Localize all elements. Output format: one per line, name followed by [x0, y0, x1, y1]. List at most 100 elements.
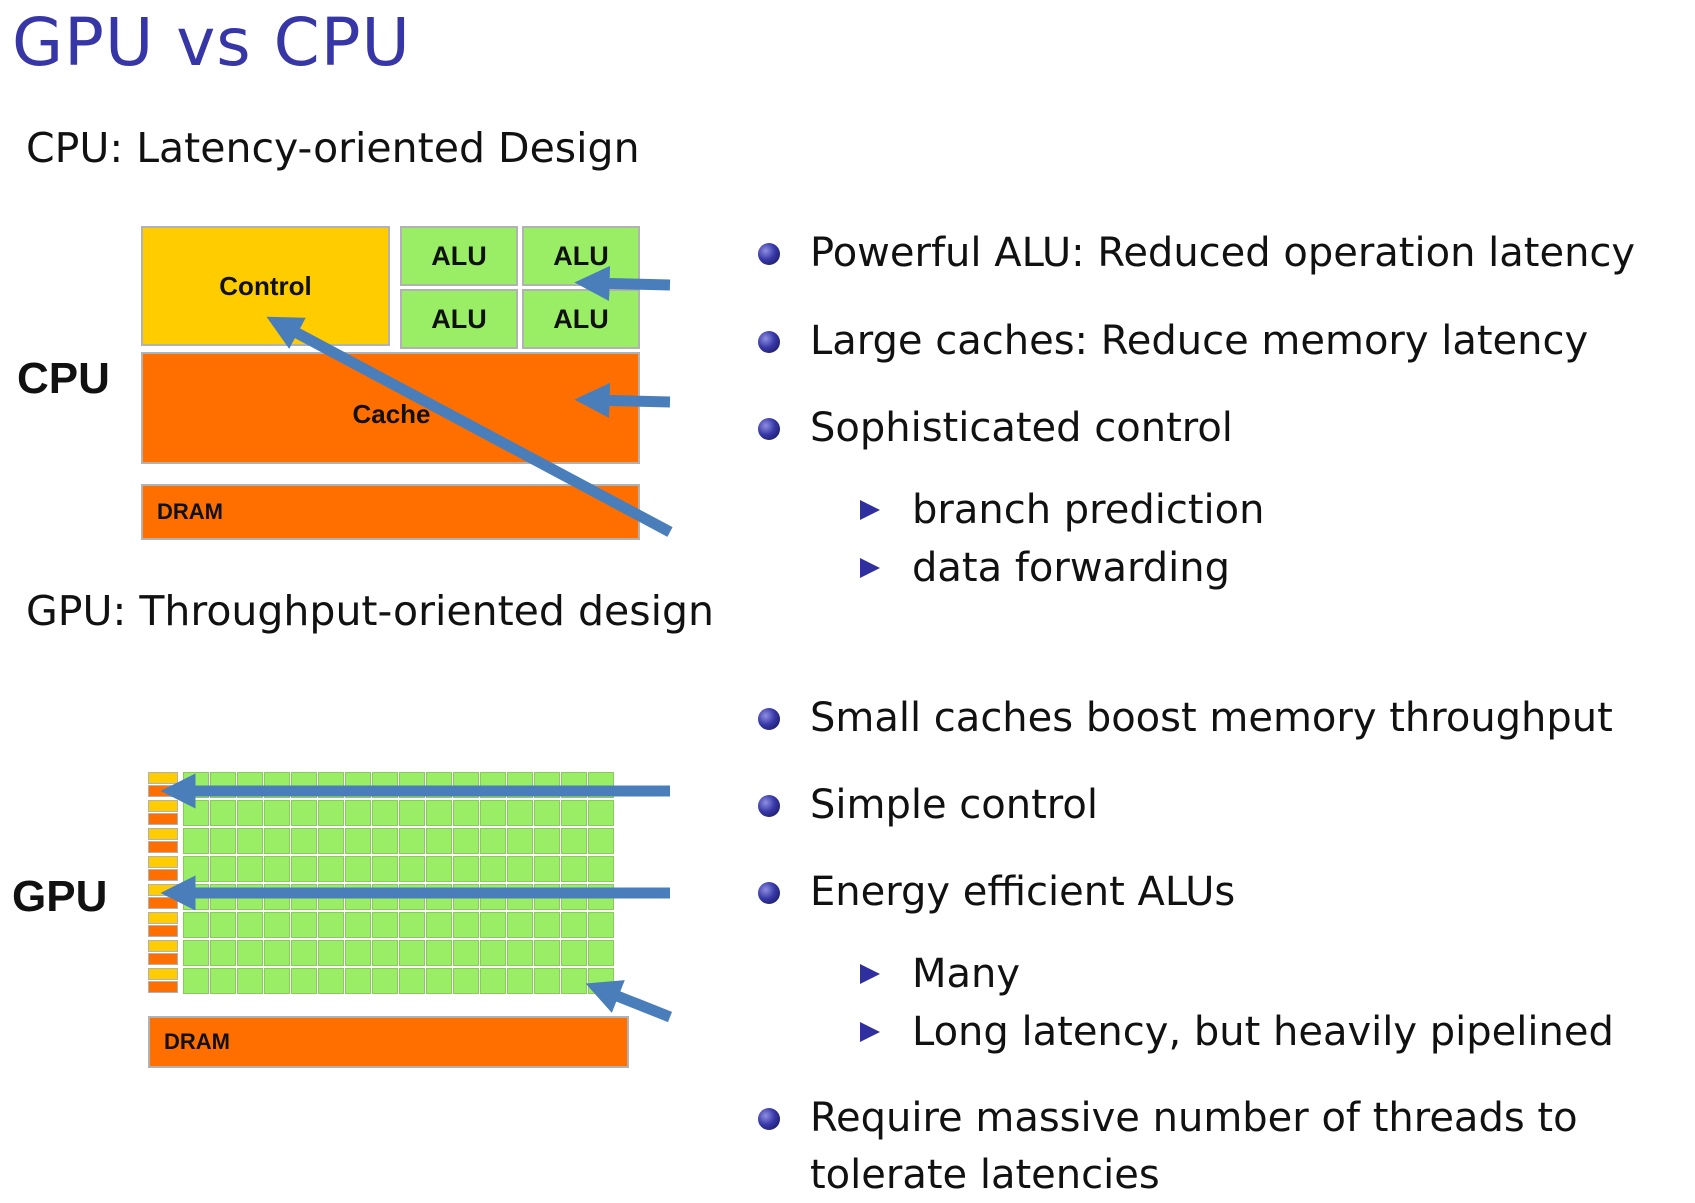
gpu-alu-cell: [426, 800, 452, 826]
gpu-alu-cell: [426, 884, 452, 910]
gpu-control-cell: [148, 884, 178, 896]
gpu-alu-cell: [264, 828, 290, 854]
gpu-alu-cell: [372, 800, 398, 826]
gpu-alu-cell: [453, 772, 479, 798]
bullet-dot-icon: [758, 708, 780, 730]
gpu-control-cell: [148, 800, 178, 812]
gpu-alu-cell: [480, 940, 506, 966]
gpu-alu-cell: [588, 912, 614, 938]
gpu-core-row: [148, 856, 629, 884]
gpu-core-row: [148, 800, 629, 828]
gpu-alu-cell: [561, 772, 587, 798]
gpu-alu-cell: [345, 800, 371, 826]
gpu-alu-cell: [210, 968, 236, 994]
gpu-alu-cell: [183, 800, 209, 826]
cpu-dram-label: DRAM: [157, 499, 223, 524]
gpu-core-row: [148, 828, 629, 856]
gpu-alu-cell: [426, 856, 452, 882]
gpu-alu-cell: [561, 828, 587, 854]
gpu-alu-cell: [399, 772, 425, 798]
bullet-dot-icon: [758, 243, 780, 265]
gpu-alu-cell: [399, 968, 425, 994]
gpu-alu-cell: [345, 968, 371, 994]
gpu-alu-cell: [318, 800, 344, 826]
gpu-alu-cell: [318, 940, 344, 966]
cpu-dram-block: DRAM: [141, 484, 640, 540]
gpu-cache-cell: [148, 897, 178, 909]
cpu-alu-block: ALU: [522, 226, 640, 286]
gpu-alu-cell: [264, 968, 290, 994]
gpu-alu-cell: [561, 884, 587, 910]
gpu-core-row: [148, 772, 629, 800]
gpu-core-row: [148, 968, 629, 996]
gpu-alu-cell: [345, 772, 371, 798]
gpu-alu-cell: [453, 940, 479, 966]
gpu-dram-label: DRAM: [164, 1029, 230, 1054]
gpu-alu-cell: [534, 940, 560, 966]
bullet-dot-icon: [758, 882, 780, 904]
gpu-dram-block: DRAM: [148, 1016, 629, 1068]
gpu-alu-cell: [318, 968, 344, 994]
gpu-alu-cell: [345, 940, 371, 966]
cpu-section-heading: CPU: Latency-oriented Design: [26, 124, 640, 172]
gpu-alu-cell: [291, 828, 317, 854]
triangle-bullet-icon: [860, 1022, 880, 1042]
gpu-alu-cell: [210, 856, 236, 882]
gpu-core-row: [148, 912, 629, 940]
gpu-alu-cell: [237, 828, 263, 854]
gpu-alu-cell: [507, 856, 533, 882]
gpu-alu-cell: [399, 856, 425, 882]
gpu-alu-cell: [345, 884, 371, 910]
cpu-alu-block: ALU: [400, 289, 518, 349]
gpu-alu-cell: [264, 884, 290, 910]
gpu-alu-cell: [318, 828, 344, 854]
cpu-chip-label: CPU: [17, 354, 110, 403]
bullet-dot-icon: [758, 1108, 780, 1130]
gpu-alu-cell: [264, 800, 290, 826]
gpu-alu-cell: [291, 912, 317, 938]
gpu-alu-cell: [318, 856, 344, 882]
gpu-alu-cell: [237, 772, 263, 798]
gpu-alu-cell: [561, 856, 587, 882]
gpu-alu-cell: [237, 884, 263, 910]
gpu-alu-cell: [507, 828, 533, 854]
gpu-alu-cell: [264, 772, 290, 798]
gpu-cache-cell: [148, 925, 178, 937]
gpu-alu-cell: [426, 912, 452, 938]
gpu-alu-cell: [534, 800, 560, 826]
bullet-dot-icon: [758, 418, 780, 440]
gpu-cache-cell: [148, 841, 178, 853]
gpu-alu-cell: [399, 940, 425, 966]
gpu-alu-cell: [534, 884, 560, 910]
gpu-alu-cell: [210, 800, 236, 826]
gpu-alu-cell: [372, 940, 398, 966]
cpu-cache-block: Cache: [141, 352, 640, 464]
gpu-alu-cell: [183, 912, 209, 938]
gpu-alu-cell: [534, 912, 560, 938]
gpu-alu-cell: [561, 940, 587, 966]
bullet-dot-icon: [758, 331, 780, 353]
sub-bullet-text: data forwarding: [912, 545, 1231, 591]
gpu-section-heading: GPU: Throughput-oriented design: [26, 587, 714, 635]
gpu-alu-cell: [453, 856, 479, 882]
bullet-text-continuation: tolerate latencies: [810, 1152, 1160, 1198]
bullet-text: Energy efficient ALUs: [810, 869, 1236, 915]
gpu-alu-cell: [318, 772, 344, 798]
gpu-cache-cell: [148, 981, 178, 993]
bullet-text: Powerful ALU: Reduced operation latency: [810, 230, 1636, 276]
gpu-alu-cell: [588, 884, 614, 910]
gpu-alu-cell: [345, 912, 371, 938]
gpu-alu-cell: [588, 828, 614, 854]
gpu-alu-cell: [588, 968, 614, 994]
gpu-alu-cell: [237, 912, 263, 938]
gpu-alu-cell: [453, 800, 479, 826]
gpu-alu-cell: [372, 912, 398, 938]
gpu-alu-cell: [372, 828, 398, 854]
gpu-alu-cell: [183, 828, 209, 854]
gpu-alu-cell: [237, 856, 263, 882]
gpu-alu-cell: [588, 856, 614, 882]
gpu-alu-cell: [561, 968, 587, 994]
gpu-alu-cell: [183, 884, 209, 910]
gpu-alu-cell: [426, 828, 452, 854]
cpu-cache-label: Cache: [352, 398, 431, 429]
